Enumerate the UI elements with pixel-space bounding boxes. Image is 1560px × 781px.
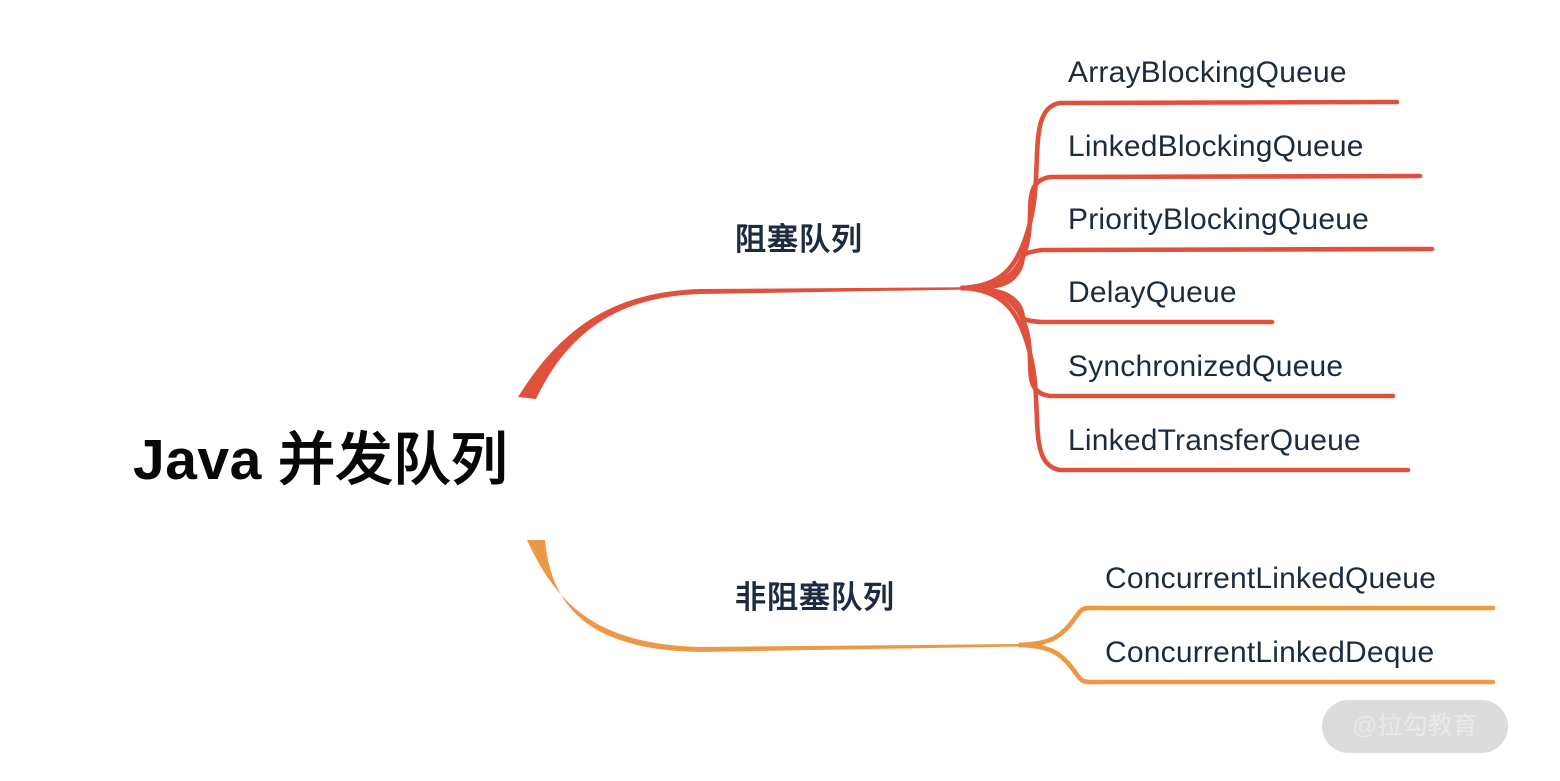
branch-nonblocking-child-0 [1017, 605, 1496, 648]
leaf-label-array-blocking-queue: ArrayBlockingQueue [1068, 56, 1347, 89]
branch-blocking-child-5 [959, 285, 1411, 473]
leaf-label-synchronized-queue: SynchronizedQueue [1068, 350, 1344, 383]
trunk-blocking [518, 287, 962, 399]
leaf-label-priority-blocking-queue: PriorityBlockingQueue [1068, 203, 1370, 236]
branch-blocking-child-1 [959, 173, 1423, 291]
watermark-text: @拉勾教育 [1352, 712, 1478, 740]
leaf-label-concurrent-linked-queue: ConcurrentLinkedQueue [1105, 562, 1437, 595]
branch-blocking-child-2 [959, 246, 1435, 291]
branch-title-nonblocking: 非阻塞队列 [735, 580, 895, 615]
root-title: Java 并发队列 [133, 428, 509, 492]
branch-nonblocking-child-1 [1017, 642, 1496, 685]
leaf-label-concurrent-linked-deque: ConcurrentLinkedDeque [1105, 636, 1435, 669]
watermark-badge: @拉勾教育 [1322, 700, 1508, 753]
leaf-label-delay-queue: DelayQueue [1068, 276, 1237, 309]
leaf-label-linked-transfer-queue: LinkedTransferQueue [1068, 424, 1361, 457]
branch-title-blocking: 阻塞队列 [735, 222, 863, 257]
leaf-label-linked-blocking-queue: LinkedBlockingQueue [1068, 130, 1364, 163]
